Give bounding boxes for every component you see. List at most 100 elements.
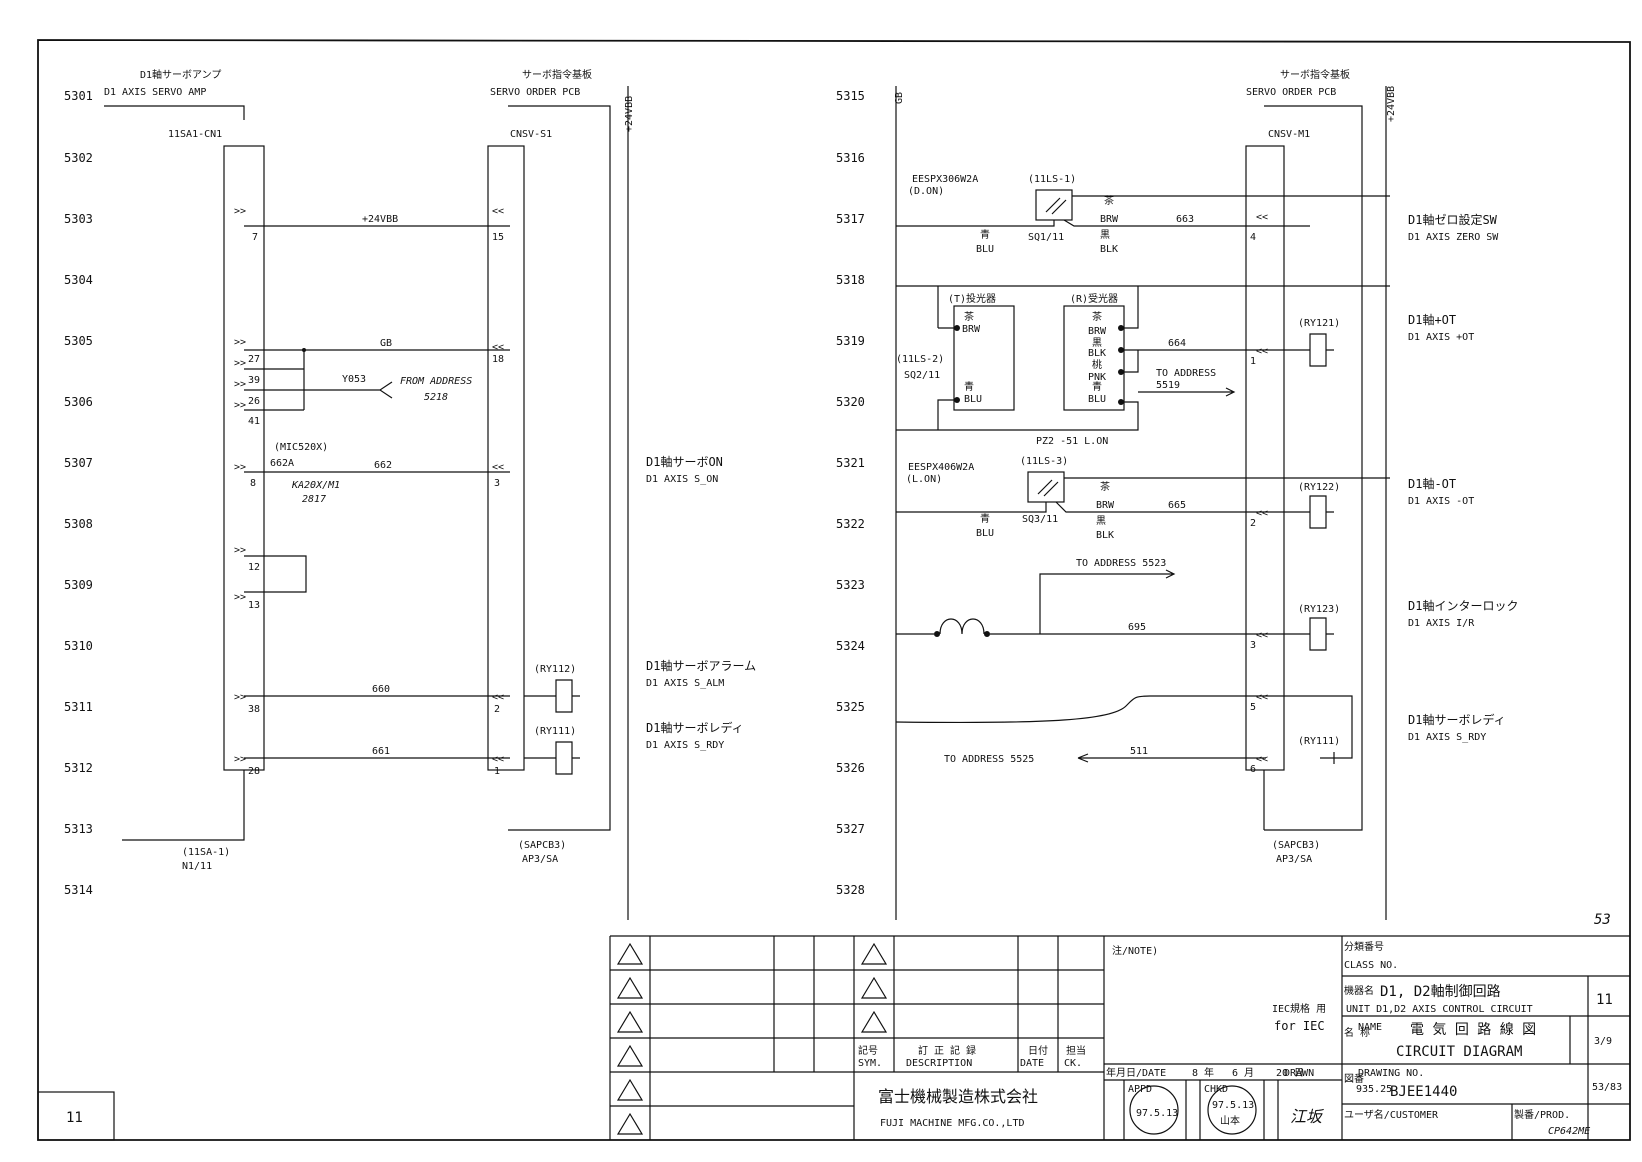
from-address-number: 5218 bbox=[424, 392, 448, 403]
wire-gb-bus bbox=[244, 350, 305, 411]
address-5325: 5325 bbox=[836, 700, 865, 714]
address-5323: 5323 bbox=[836, 578, 865, 592]
left-address-column: 5301 5302 5303 5304 5305 5306 5307 5308 … bbox=[64, 89, 93, 897]
svg-text:<<: << bbox=[1256, 630, 1268, 641]
seal-name: 山本 bbox=[1220, 1114, 1240, 1127]
svg-text:>>: >> bbox=[234, 545, 246, 556]
drawn-label: DRAWN bbox=[1284, 1068, 1314, 1079]
wire-664-label: 664 bbox=[1168, 338, 1186, 349]
address-5322: 5322 bbox=[836, 517, 865, 531]
sym-label-en: SYM. bbox=[858, 1058, 882, 1069]
label-s-rdy-jp: D1軸サーボレディ bbox=[646, 720, 744, 735]
svg-text:茶: 茶 bbox=[964, 310, 974, 323]
svg-text:青: 青 bbox=[964, 380, 974, 393]
company-name-en: FUJI MACHINE MFG.CO.,LTD bbox=[880, 1118, 1025, 1129]
drawing-no-label: DRAWING NO. bbox=[1358, 1068, 1424, 1079]
r-receiver-box bbox=[1063, 305, 1125, 411]
svg-text:<<: << bbox=[1256, 508, 1268, 519]
relay-ry122 bbox=[1309, 495, 1334, 529]
r-receiver-label: (R)受光器 bbox=[1070, 292, 1118, 305]
date-year: 8 年 bbox=[1192, 1066, 1214, 1079]
sq3-label: SQ3/11 bbox=[1022, 514, 1058, 525]
ls1-label: (11LS-1) bbox=[1028, 174, 1076, 185]
sw1-mode-label: (D.ON) bbox=[908, 186, 944, 197]
interlock-coil-icon bbox=[939, 618, 985, 635]
wire-24vbb-label: +24VBB bbox=[362, 214, 398, 225]
wire-663 bbox=[1063, 219, 1310, 227]
amp-pin-26: 26 bbox=[248, 396, 260, 407]
to-address-5525: TO ADDRESS 5525 bbox=[944, 754, 1034, 765]
revision-triangle-6 bbox=[616, 1112, 644, 1135]
sheet-frame bbox=[37, 39, 1631, 1141]
drawn-name: 江坂 bbox=[1290, 1107, 1324, 1126]
amp-pin-8: 8 bbox=[250, 478, 256, 489]
date-label-jp: 日付 bbox=[1028, 1044, 1048, 1057]
svg-text:青: 青 bbox=[1092, 380, 1102, 393]
name-label-jp: 名 称 bbox=[1344, 1026, 1370, 1039]
approval-seal-1 bbox=[1129, 1085, 1179, 1135]
svg-text:BLU: BLU bbox=[976, 528, 994, 539]
date-month: 6 月 bbox=[1232, 1067, 1254, 1079]
right-supply-label: +24VBB bbox=[1386, 86, 1397, 122]
title-block: 記号 SYM. 訂 正 記 録 DESCRIPTION 日付 DATE 担当 C… bbox=[609, 935, 1630, 1140]
wire-665 bbox=[1055, 501, 1310, 513]
minus-ot-blu-wire bbox=[896, 502, 1047, 513]
pcb-pin-2: 2 bbox=[494, 704, 500, 715]
svg-text:茶: 茶 bbox=[1100, 480, 1110, 493]
label-zero-sw-jp: D1軸ゼロ設定SW bbox=[1408, 212, 1498, 227]
revision-triangle-7 bbox=[860, 942, 888, 965]
mic-label: (MIC520X) bbox=[274, 442, 328, 453]
revision-triangle-5 bbox=[616, 1078, 644, 1101]
pcb-pin-1: 1 bbox=[494, 766, 500, 777]
relay-ry121-label: (RY121) bbox=[1298, 318, 1340, 329]
svg-text:>>: >> bbox=[234, 754, 246, 765]
zero-switch-blu-wire bbox=[896, 220, 1055, 227]
amp-pin-41: 41 bbox=[248, 416, 260, 427]
seal-date-1: 97.5.13 bbox=[1136, 1108, 1178, 1119]
right-circuit: サーボ指令基板 SERVO ORDER PCB +24VBB CNSV-M1 E… bbox=[895, 68, 1397, 920]
svg-text:<<: << bbox=[492, 462, 504, 473]
right-connector-block bbox=[1245, 145, 1285, 771]
pcb-connector-block bbox=[487, 145, 525, 771]
class-label: 分類番号 bbox=[1344, 941, 1384, 953]
from-address-label: FROM ADDRESS bbox=[400, 376, 472, 387]
svg-text:BLK: BLK bbox=[1096, 530, 1114, 541]
pz-label: PZ2 -51 L.ON bbox=[1036, 436, 1108, 447]
chkd-label: CHKD bbox=[1204, 1084, 1228, 1095]
svg-text:<<: << bbox=[492, 206, 504, 217]
svg-text:黒: 黒 bbox=[1100, 229, 1110, 241]
address-5318: 5318 bbox=[836, 273, 865, 287]
date-day: 20 日 bbox=[1276, 1068, 1304, 1079]
right-pcb-label-jp: サーボ指令基板 bbox=[1280, 68, 1350, 81]
svg-text:黒: 黒 bbox=[1092, 337, 1102, 349]
relay-ry111-contact bbox=[1320, 752, 1344, 764]
sym-label-jp: 記号 bbox=[858, 1044, 878, 1057]
unit-title-en: UNIT D1,D2 AXIS CONTROL CIRCUIT bbox=[1346, 1004, 1533, 1015]
name-label-en: NAME bbox=[1358, 1022, 1382, 1033]
right-connector-label: CNSV-M1 bbox=[1268, 129, 1310, 140]
ka-label: KA20X/M1 bbox=[291, 480, 340, 491]
address-5312: 5312 bbox=[64, 761, 93, 775]
right-bottom-label-2: AP3/SA bbox=[1276, 854, 1312, 865]
address-5326: 5326 bbox=[836, 761, 865, 775]
label-interlock-en: D1 AXIS I/R bbox=[1408, 618, 1475, 629]
label-minus-ot-jp: D1軸-OT bbox=[1408, 477, 1456, 491]
amp-pin-13: 13 bbox=[248, 600, 260, 611]
pcb-pin-15: 15 bbox=[492, 232, 504, 243]
corner-box bbox=[37, 1091, 115, 1141]
svg-text:<<: << bbox=[1256, 692, 1268, 703]
relay-ry122-label: (RY122) bbox=[1298, 482, 1340, 493]
svg-text:BRW: BRW bbox=[962, 324, 981, 335]
svg-text:>>: >> bbox=[234, 337, 246, 348]
address-5316: 5316 bbox=[836, 151, 865, 165]
servo-pcb-label-jp: サーボ指令基板 bbox=[522, 68, 592, 81]
label-zero-sw-en: D1 AXIS ZERO SW bbox=[1408, 232, 1499, 243]
address-5313: 5313 bbox=[64, 822, 93, 836]
address-5311: 5311 bbox=[64, 700, 93, 714]
address-5304: 5304 bbox=[64, 273, 93, 287]
to-address-label: TO ADDRESS bbox=[1156, 368, 1216, 379]
to-5519-wire bbox=[1124, 350, 1236, 397]
servo-amp-label-en: D1 AXIS SERVO AMP bbox=[104, 87, 206, 98]
svg-text:>>: >> bbox=[234, 379, 246, 390]
svg-text:桃: 桃 bbox=[1092, 358, 1102, 371]
